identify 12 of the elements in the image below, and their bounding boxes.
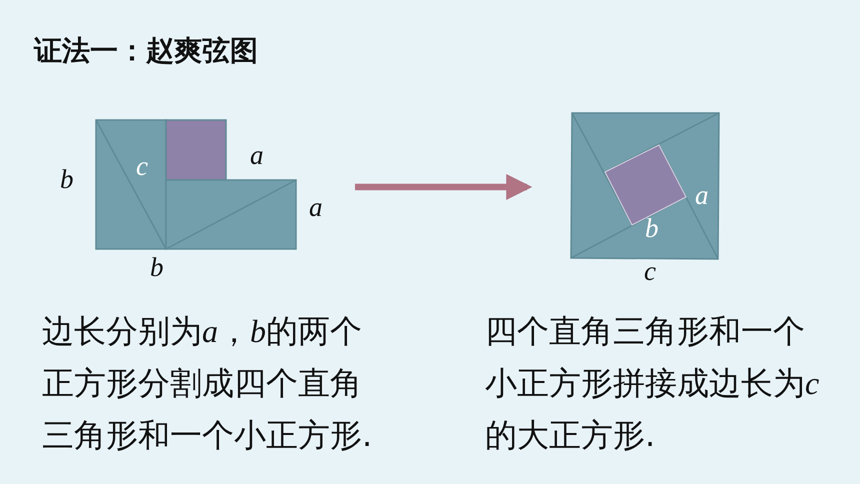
side-label: b — [645, 215, 658, 242]
title: 证法一：赵爽弦图 — [34, 33, 258, 69]
arrow — [355, 174, 532, 200]
side-label: a — [309, 194, 322, 221]
side-label: a — [250, 142, 264, 169]
side-label: b — [150, 254, 164, 281]
side-label: c — [136, 153, 148, 180]
side-label: c — [644, 258, 656, 285]
side-label: b — [60, 166, 74, 193]
description-text: 四个直角三角形和一个小正方形拼接成边长为c的大正方形. — [485, 311, 820, 456]
description-text: 边长分别为a，b的两个正方形分割成四个直角三角形和一个小正方形. — [42, 311, 374, 456]
side-label: a — [695, 182, 708, 209]
